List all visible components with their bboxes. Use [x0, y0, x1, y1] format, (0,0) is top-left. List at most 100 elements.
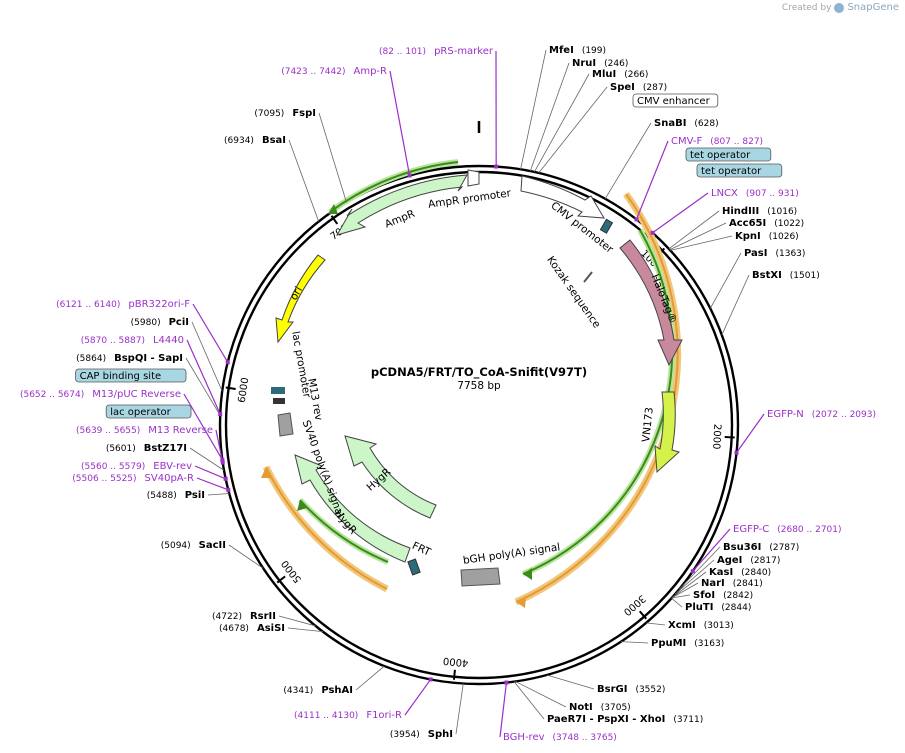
- primer-mark: [428, 677, 433, 682]
- site-position: (6934): [224, 136, 254, 146]
- site-position: (3705): [601, 703, 631, 713]
- callout-line: [534, 73, 590, 173]
- tick-label: 4000: [443, 655, 469, 668]
- site-label: XcmI(3013): [668, 620, 734, 631]
- site-name: SacII: [199, 540, 226, 551]
- site-label: (5870 .. 5887)L4440: [81, 335, 184, 346]
- tick-label: 5000: [280, 558, 304, 585]
- site-position: (5864): [76, 354, 106, 364]
- orange-arc-left-line: [265, 466, 388, 590]
- plasmid-name: pCDNA5/FRT/TO_CoA-Snifit(V97T): [371, 365, 587, 380]
- orange-arc-arrow: [516, 596, 526, 608]
- callout-line: [192, 303, 229, 363]
- callout-line: [668, 210, 720, 250]
- site-name: AgeI: [717, 555, 742, 566]
- ampr-feature: [335, 174, 468, 236]
- site-label: (5488)PsiI: [147, 490, 205, 501]
- site-name: F1ori-R: [366, 710, 402, 721]
- plasmid-size: 7758 bp: [457, 380, 501, 392]
- tick-mark: [638, 610, 647, 620]
- site-label: SpeI(287): [610, 82, 667, 93]
- site-name: PpuMI: [651, 638, 686, 649]
- site-position: (807 .. 827): [710, 137, 763, 147]
- callout-line: [355, 665, 385, 691]
- site-label: PaeR7I - PspXI - XhoI (3711): [547, 714, 703, 725]
- site-label: (5560 .. 5579)EBV-rev: [81, 461, 192, 472]
- site-position: (2680 .. 2701): [777, 525, 841, 535]
- primer-mark: [504, 680, 509, 685]
- m13-mark: [273, 398, 285, 404]
- label-kozak: Kozak sequence: [544, 254, 602, 330]
- site-position: (3711): [673, 715, 703, 725]
- site-annotations: MfeI(199)NruI(246)MluI(266)SpeI(287)CMV …: [20, 45, 876, 743]
- site-name: LNCX: [711, 188, 738, 199]
- site-name: MluI: [592, 69, 616, 80]
- site-position: (2787): [769, 543, 799, 553]
- site-position: (3552): [635, 685, 665, 695]
- primer-mark: [226, 487, 231, 492]
- site-name: CAP binding site: [80, 371, 162, 382]
- ampr-promoter-feature: [467, 169, 480, 187]
- callout-line: [646, 622, 666, 626]
- site-position: (1501): [790, 271, 820, 281]
- site-position: (199): [582, 46, 606, 56]
- feature-box: [696, 163, 783, 178]
- feature-box: [632, 93, 719, 108]
- site-position: (7095): [254, 109, 284, 119]
- tick-label: 2000: [710, 424, 722, 450]
- site-name: PluTI: [685, 602, 713, 613]
- callout-line: [318, 112, 347, 203]
- site-position: (82 .. 101): [379, 47, 426, 57]
- callout-line: [620, 641, 649, 644]
- site-position: (5870 .. 5887): [81, 336, 145, 346]
- site-name: XcmI: [668, 620, 696, 631]
- callout-line: [404, 679, 432, 716]
- site-name: Acc65I: [729, 218, 766, 229]
- feature-box: [75, 368, 187, 383]
- site-position: (907 .. 931): [746, 189, 799, 199]
- site-label: Bsu36I(2787): [723, 542, 799, 553]
- site-position: (4341): [283, 686, 313, 696]
- callout-line: [287, 627, 323, 633]
- halotag-feature: [619, 239, 683, 367]
- site-position: (1022): [774, 219, 804, 229]
- site-position: (1026): [769, 232, 799, 242]
- site-label: PpuMI(3163): [651, 638, 724, 649]
- primer-mark: [494, 164, 499, 169]
- site-name: pRS-marker: [434, 46, 494, 57]
- site-name: BsaI: [262, 135, 286, 146]
- callout-line: [546, 674, 595, 690]
- primer-mark: [634, 217, 639, 222]
- site-label: EGFP-N(2072 .. 2093): [767, 409, 876, 420]
- site-label: CMV-F(807 .. 827): [671, 136, 763, 147]
- site-label: (4341) PshAI: [283, 685, 353, 696]
- feature-box: [685, 147, 772, 162]
- site-name: BGH-rev: [503, 732, 545, 743]
- site-name: EGFP-N: [767, 409, 804, 420]
- site-name: PaeR7I - PspXI - XhoI: [547, 714, 665, 725]
- site-label: HindIII(1016): [722, 206, 797, 217]
- site-position: (5094): [161, 541, 191, 551]
- callout-line: [513, 681, 545, 720]
- label-frt: FRT: [410, 540, 433, 559]
- callout-line: [185, 357, 221, 416]
- callout-line: [515, 681, 567, 708]
- hygr-outer-feature: [294, 454, 411, 563]
- callout-line: [721, 274, 750, 336]
- site-name: BstZ17I: [144, 443, 187, 454]
- green-arc-amp-line: [329, 161, 459, 213]
- site-label: (82 .. 101) pRS-marker: [379, 46, 494, 57]
- site-name: pBR322ori-F: [128, 299, 190, 310]
- site-name: M13 Reverse: [148, 425, 213, 436]
- site-position: (2842): [723, 591, 753, 601]
- site-name: CMV enhancer: [637, 96, 711, 107]
- green-arc-amp-arrow: [328, 204, 338, 214]
- label-ampr: AmpR: [383, 208, 417, 231]
- site-name: PshAI: [321, 685, 353, 696]
- site-name: SnaBI: [654, 118, 686, 129]
- tick-mark: [452, 669, 456, 680]
- site-position: (266): [624, 70, 648, 80]
- site-name: NotI: [569, 702, 593, 713]
- site-name: SV40pA-R: [145, 473, 194, 484]
- snapgene-logo-icon: [834, 2, 845, 13]
